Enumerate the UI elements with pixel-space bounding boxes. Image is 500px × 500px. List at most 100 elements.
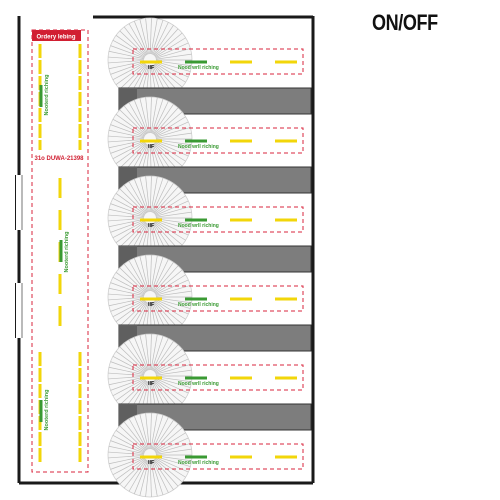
fan-spoke bbox=[153, 419, 174, 451]
bay-outline bbox=[132, 443, 304, 470]
fan-spoke bbox=[119, 63, 146, 90]
fan-spoke bbox=[108, 214, 145, 218]
fan-spoke bbox=[155, 206, 191, 217]
fan-spoke bbox=[115, 63, 146, 85]
fan-spoke bbox=[115, 351, 146, 373]
fan-spoke bbox=[108, 451, 145, 455]
bay-green-label: Nood wrll riching bbox=[178, 144, 219, 150]
fan-spoke bbox=[108, 218, 145, 222]
fan-spoke bbox=[154, 111, 183, 136]
fan-spoke bbox=[110, 140, 145, 154]
fan-spoke bbox=[155, 127, 191, 138]
fan-spoke bbox=[154, 353, 186, 374]
fan-spoke bbox=[154, 378, 186, 399]
fan-spoke bbox=[112, 355, 145, 374]
fan-spoke bbox=[152, 460, 169, 493]
fan-spoke bbox=[115, 193, 146, 215]
bay-outline bbox=[132, 206, 304, 233]
bay-outline bbox=[132, 364, 304, 391]
bay-green-label: Nood wrll riching bbox=[178, 223, 219, 229]
fan-spoke bbox=[154, 190, 183, 215]
fan-spoke bbox=[133, 99, 149, 134]
fan-spoke bbox=[119, 142, 146, 169]
bay-green-label: Nood wrll riching bbox=[178, 460, 219, 466]
fan-spoke bbox=[155, 299, 189, 315]
fan-spoke bbox=[153, 459, 174, 491]
fan-spoke bbox=[112, 62, 145, 81]
fan-spoke bbox=[112, 220, 145, 239]
fan-spoke bbox=[153, 261, 174, 293]
fan-spoke bbox=[108, 445, 145, 455]
fan-spoke bbox=[151, 414, 164, 450]
fan-spoke bbox=[149, 334, 152, 371]
fan-spoke bbox=[145, 18, 150, 55]
fan-spoke bbox=[150, 413, 158, 450]
fan-spoke bbox=[119, 109, 146, 136]
fan-spoke bbox=[108, 297, 145, 307]
fan-spoke bbox=[128, 418, 148, 450]
fan-spoke bbox=[153, 423, 179, 451]
fan-spoke bbox=[108, 297, 145, 301]
fan-spoke bbox=[155, 121, 189, 137]
turning-fan bbox=[107, 254, 193, 340]
fan-spoke bbox=[151, 98, 164, 134]
fan-spoke bbox=[155, 62, 189, 78]
fan-spoke bbox=[153, 28, 179, 56]
fan-spoke bbox=[112, 276, 145, 295]
fan-spoke bbox=[112, 141, 145, 160]
page-title: ON/OFF bbox=[372, 10, 438, 35]
vertical-label: Nooterd riching bbox=[44, 75, 50, 116]
fan-spoke bbox=[139, 98, 149, 134]
bay-outline bbox=[132, 285, 304, 312]
fan-spoke bbox=[128, 102, 148, 134]
fan-spoke bbox=[110, 440, 145, 454]
turning-fan bbox=[107, 333, 193, 419]
fan-spoke bbox=[123, 263, 147, 293]
fan-spoke bbox=[154, 432, 186, 453]
bay-outline bbox=[132, 127, 304, 154]
fan-spoke bbox=[155, 48, 191, 59]
fan-spoke bbox=[108, 372, 145, 376]
fan-spoke bbox=[154, 221, 183, 246]
fan-spoke bbox=[110, 282, 145, 296]
fan-spoke bbox=[155, 211, 192, 218]
fan-spoke bbox=[155, 285, 191, 296]
fan-spoke bbox=[154, 457, 186, 478]
fan-spoke bbox=[112, 378, 145, 397]
fan-spoke bbox=[119, 346, 146, 373]
fan-spoke bbox=[145, 460, 150, 497]
fan-spoke bbox=[155, 53, 192, 60]
fan-spoke bbox=[139, 335, 149, 371]
fan-spoke bbox=[112, 434, 145, 453]
fan-spoke bbox=[108, 376, 145, 386]
fan-spoke bbox=[115, 300, 146, 322]
fan-spoke bbox=[149, 97, 152, 134]
fan-spoke bbox=[110, 456, 145, 470]
fan-spoke bbox=[154, 427, 183, 452]
fan-spoke bbox=[123, 421, 147, 451]
fan-spoke bbox=[108, 60, 145, 70]
fan-spoke bbox=[112, 299, 145, 318]
fan-spoke bbox=[115, 35, 146, 57]
fan-spoke bbox=[108, 135, 145, 139]
fan-spoke bbox=[155, 443, 191, 454]
fan-spoke bbox=[123, 342, 147, 372]
fan-spoke bbox=[154, 63, 183, 88]
fan-spoke bbox=[108, 455, 145, 465]
fan-spoke bbox=[128, 339, 148, 371]
bay-if-label: IIF bbox=[148, 144, 155, 150]
fan-spoke bbox=[154, 116, 186, 137]
fan-spoke bbox=[110, 219, 145, 233]
fan-spoke bbox=[150, 176, 158, 213]
fan-spoke bbox=[155, 200, 189, 216]
fan-spoke bbox=[145, 413, 150, 450]
fan-spoke bbox=[155, 364, 191, 375]
fan-spoke bbox=[128, 260, 148, 292]
fan-spoke bbox=[133, 336, 149, 371]
fan-spoke bbox=[155, 220, 189, 236]
fan-spoke bbox=[108, 50, 145, 60]
fan-spoke bbox=[149, 176, 152, 213]
fan-spoke bbox=[154, 274, 186, 295]
left-zone-header-fill bbox=[32, 30, 81, 41]
